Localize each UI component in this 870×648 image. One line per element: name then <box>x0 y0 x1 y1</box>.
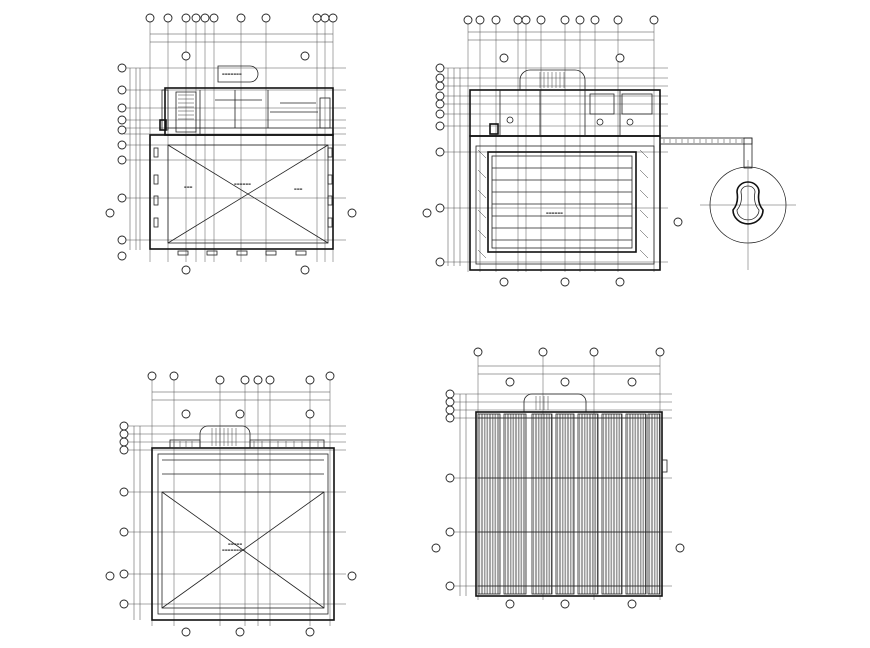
svg-text:▬▬▬▬▬▬▬▬: ▬▬▬▬▬▬▬▬ <box>222 548 245 552</box>
dimension-lines <box>459 365 660 596</box>
roof-outline <box>475 393 668 597</box>
grid-bubbles <box>105 13 357 275</box>
roof-panels <box>477 413 661 595</box>
grid-bubbles <box>105 371 357 637</box>
spa-pool <box>700 160 796 270</box>
svg-text:▬▬▬▬▬▬▬: ▬▬▬▬▬▬▬ <box>222 72 242 76</box>
building-outline: ▬▬▬▬▬ ▬▬▬▬▬▬▬▬ <box>151 425 335 621</box>
dimension-lines <box>129 33 333 250</box>
floor-plan-2: ▬▬▬▬▬▬ <box>422 15 796 287</box>
floor-plan-4 <box>431 347 685 609</box>
floor-plan-1: ▬▬▬▬▬▬▬ ▬▬▬▬▬▬ ▬▬▬ ▬▬▬ <box>105 13 357 275</box>
floor-plan-3: ▬▬▬▬▬ ▬▬▬▬▬▬▬▬ <box>105 371 357 637</box>
svg-text:▬▬▬▬▬▬: ▬▬▬▬▬▬ <box>546 211 563 215</box>
svg-text:▬▬▬: ▬▬▬ <box>184 185 193 189</box>
svg-text:▬▬▬▬▬: ▬▬▬▬▬ <box>228 542 242 546</box>
dimension-lines <box>447 31 654 266</box>
grid-bubbles <box>422 15 683 287</box>
svg-text:▬▬▬▬▬▬: ▬▬▬▬▬▬ <box>234 182 251 186</box>
grid-lines <box>124 22 346 262</box>
building-outline: ▬▬▬▬▬▬ <box>469 69 753 271</box>
grid-bubbles <box>431 347 685 609</box>
columns <box>153 147 333 256</box>
grid-lines <box>440 24 668 272</box>
building-outline: ▬▬▬▬▬▬▬ ▬▬▬▬▬▬ ▬▬▬ ▬▬▬ <box>149 65 334 250</box>
svg-text:▬▬▬: ▬▬▬ <box>294 187 303 191</box>
dimension-lines <box>133 391 330 620</box>
